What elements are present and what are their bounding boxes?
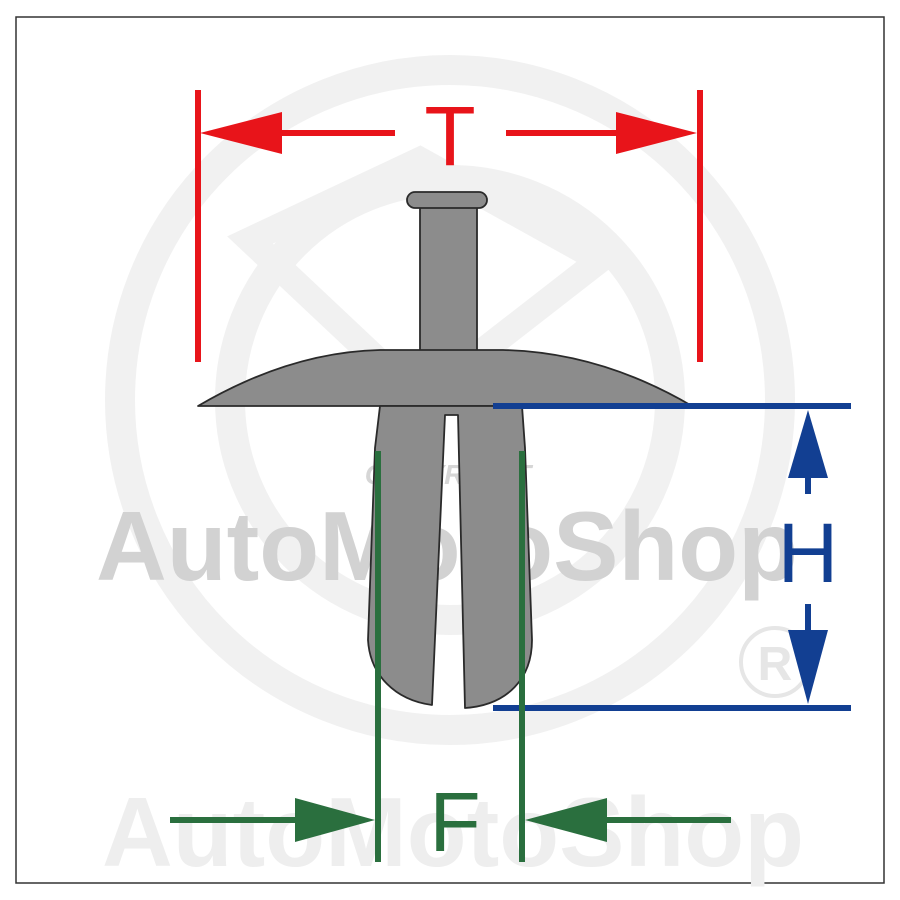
- watermark-brand-primary: AutoMotoShop: [96, 491, 798, 601]
- registered-mark-letter: R: [758, 638, 793, 691]
- clip-pin-shaft: [419, 204, 478, 354]
- dimension-f: F: [170, 451, 731, 869]
- f-arrow-head-left: [295, 798, 375, 842]
- dimension-label-h: H: [778, 506, 839, 600]
- dimension-t: T: [195, 89, 703, 362]
- dimension-label-t: T: [424, 89, 475, 183]
- clip-cap: [197, 349, 693, 407]
- dimension-label-f: F: [429, 775, 480, 869]
- h-arrow-head-bottom: [788, 630, 828, 704]
- t-arrow-head-left: [200, 112, 282, 154]
- dimension-h: H: [493, 403, 851, 711]
- t-arrow-head-right: [616, 112, 697, 154]
- watermark-brand-secondary: AutoMotoShop: [102, 777, 804, 887]
- clip-legs: [367, 405, 533, 709]
- clip-pin-head: [406, 191, 488, 209]
- push-clip: [197, 191, 693, 709]
- h-arrow-head-top: [788, 410, 828, 478]
- f-arrow-head-right: [525, 798, 607, 842]
